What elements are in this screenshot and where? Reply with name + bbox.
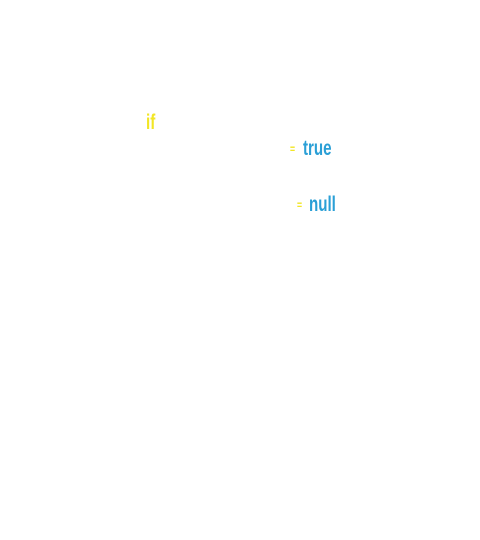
- code-illustration: if = true = null: [138, 100, 350, 352]
- literal-true: true: [303, 137, 332, 160]
- assignment-operator: =: [290, 142, 296, 156]
- keyword-if: if: [146, 111, 156, 134]
- literal-null: null: [309, 193, 336, 216]
- assignment-operator: =: [297, 198, 303, 212]
